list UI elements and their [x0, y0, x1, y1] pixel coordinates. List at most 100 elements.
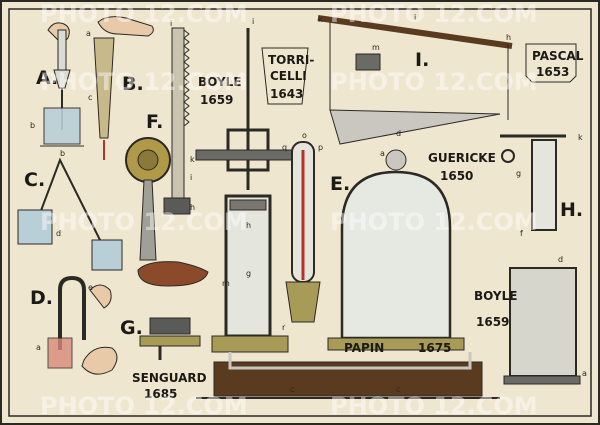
bell-jar-plate — [327, 337, 465, 351]
pascal-cartouche — [525, 43, 577, 83]
label-h: H. — [560, 199, 583, 221]
label-f: F. — [146, 111, 163, 133]
bell-jar — [327, 149, 465, 351]
ref-r-baro: r — [282, 323, 286, 332]
hand-d-bottom — [81, 346, 118, 375]
pipette-bulb — [53, 69, 71, 89]
base-and-pipes — [196, 352, 500, 399]
watermark-8: PHOTO 12.COM — [330, 392, 538, 420]
air-pump-center — [195, 28, 303, 353]
ref-c-base-1: c — [290, 385, 294, 394]
bellows-weight — [355, 53, 381, 71]
label-i: I. — [415, 49, 429, 71]
ref-h-rack: h — [190, 203, 195, 212]
valve-plate — [139, 335, 201, 347]
watermark-4: PHOTO 12.COM — [330, 68, 538, 96]
name-boyle-top: BOYLE — [198, 75, 241, 89]
year-guericke: 1650 — [440, 169, 473, 183]
bell-jar-knob — [385, 149, 407, 171]
rack-weight — [163, 197, 191, 215]
ref-c-base-2: c — [396, 385, 400, 394]
name-pascal: PASCAL — [532, 49, 584, 63]
ref-h-lever: h — [506, 33, 511, 42]
ref-g-pump: g — [246, 269, 251, 278]
watermark-5: PHOTO 12.COM — [40, 208, 248, 236]
ref-b-siphon: b — [60, 149, 65, 158]
ref-e-d: e — [88, 283, 93, 292]
connecting-pipe — [228, 352, 472, 370]
ref-c-top: c — [88, 93, 92, 102]
ref-a-d: a — [36, 343, 41, 352]
handle-wood — [137, 261, 209, 287]
watermark-7: PHOTO 12.COM — [40, 392, 248, 420]
pump-base-brass — [211, 335, 289, 353]
ref-d-right: d — [558, 255, 563, 264]
name-papin: PAPIN — [344, 341, 384, 355]
figure-d — [47, 275, 118, 375]
ref-i-pump: i — [252, 17, 254, 26]
ref-j-gear: j — [125, 149, 128, 158]
valve-body — [149, 317, 191, 335]
watermark-3: PHOTO 12.COM — [40, 68, 248, 96]
figure-c — [17, 157, 123, 271]
year-pascal: 1653 — [536, 65, 569, 79]
inner-border — [8, 8, 592, 417]
ref-d-bellows: d — [396, 129, 401, 138]
pump-piston — [229, 199, 267, 211]
ref-o-baro: o — [302, 131, 307, 140]
year-senguard: 1685 — [144, 387, 177, 401]
vessel-c2 — [91, 239, 123, 271]
figure-f — [125, 27, 209, 287]
hand-b — [97, 16, 154, 37]
figure-i — [317, 15, 515, 163]
barometer — [285, 141, 321, 323]
ref-g-ring: g — [516, 169, 521, 178]
watermark-1: PHOTO 12.COM — [40, 0, 248, 28]
rack-teeth — [183, 29, 190, 127]
h-pump-barrel — [531, 139, 557, 231]
name-torricelli-1: TORRI- — [268, 53, 314, 67]
label-b: B. — [122, 73, 144, 95]
year-papin: 1675 — [418, 341, 451, 355]
cone-b — [93, 37, 115, 139]
ref-m-pump: m — [222, 279, 230, 288]
year-boyle-right: 1659 — [476, 315, 509, 329]
year-boyle-top: 1659 — [200, 93, 233, 107]
vessel-c1 — [17, 209, 53, 245]
ref-b-left: b — [30, 121, 35, 130]
ref-k-pump: k — [190, 155, 195, 164]
figure-h — [500, 134, 581, 385]
watermark-6: PHOTO 12.COM — [330, 208, 538, 236]
u-tube — [58, 275, 86, 350]
ref-q-baro: q — [282, 143, 287, 152]
label-g: G. — [120, 317, 143, 339]
ring-hook — [501, 149, 515, 163]
h-base — [503, 375, 581, 385]
name-torricelli-2: CELLI — [270, 69, 307, 83]
ref-m-lever: m — [372, 43, 380, 52]
rack-bar — [171, 27, 185, 201]
figure-g — [139, 317, 201, 360]
ref-a-top: a — [86, 29, 91, 38]
label-e: E. — [330, 173, 350, 195]
pipette-tube — [57, 29, 67, 71]
beaker-a — [43, 107, 81, 145]
label-c: C. — [24, 169, 45, 191]
pinion-handle — [139, 179, 157, 261]
name-guericke: GUERICKE — [428, 151, 496, 165]
ref-i-top: i — [170, 19, 172, 28]
year-torricelli: 1643 — [270, 87, 303, 101]
lever-bar — [317, 15, 513, 49]
ref-k-lever: k — [318, 15, 323, 24]
beaker-d — [47, 337, 73, 369]
hand-d-top — [89, 284, 112, 309]
torricelli-cartouche — [261, 47, 309, 105]
bellows — [329, 109, 501, 145]
name-senguard: SENGUARD — [132, 371, 207, 385]
ref-k-right: k — [578, 133, 583, 142]
figure-a — [40, 22, 84, 147]
ref-i-rack: i — [190, 173, 192, 182]
ref-i-lever: i — [414, 13, 416, 22]
